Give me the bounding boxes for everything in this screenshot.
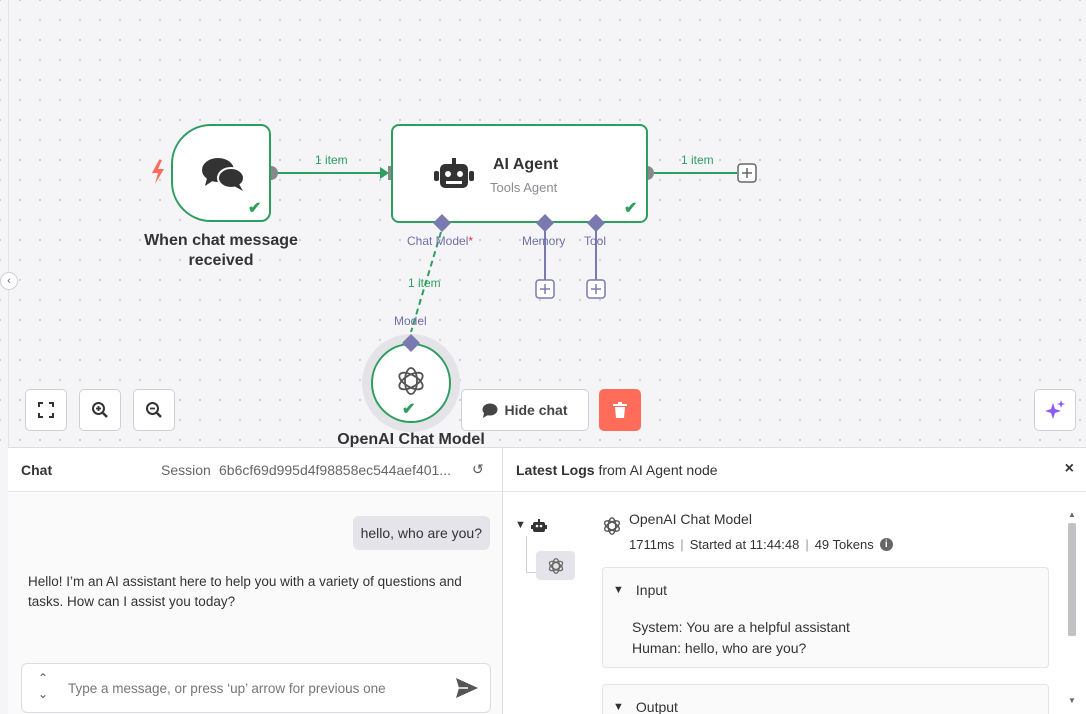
- memory-port-label: Memory: [522, 234, 566, 248]
- hide-chat-label: Hide chat: [504, 402, 568, 418]
- log-entry-title: OpenAI Chat Model: [629, 511, 752, 527]
- output-toggle[interactable]: ▼ Output: [613, 699, 678, 714]
- logs-scrollbar[interactable]: [1068, 523, 1076, 636]
- trigger-title-line2: received: [188, 252, 254, 269]
- close-logs-button[interactable]: ×: [1064, 460, 1074, 477]
- history-arrows[interactable]: ⌃ ⌄: [38, 670, 48, 702]
- input-line-human: Human: hello, who are you?: [632, 640, 807, 656]
- send-icon[interactable]: [456, 678, 478, 698]
- left-rail: [8, 0, 9, 714]
- chevron-up-icon[interactable]: ⌃: [38, 671, 49, 685]
- chat-header: Chat Session 6b6cf69d995d4f98858ec544aef…: [8, 448, 502, 492]
- chat-message-input[interactable]: [68, 677, 448, 699]
- zoom-out-icon: [146, 402, 162, 418]
- edge-label-trigger-agent: 1 item: [315, 153, 348, 167]
- agent-tree-robot-icon[interactable]: [531, 519, 547, 533]
- hide-chat-button[interactable]: Hide chat: [461, 389, 589, 431]
- scroll-down-icon[interactable]: ▼: [1068, 696, 1076, 705]
- tool-port[interactable]: [587, 214, 605, 232]
- zoom-out-button[interactable]: [133, 389, 175, 431]
- chevron-down-icon: ▼: [613, 701, 624, 713]
- workflow-canvas[interactable]: ✔ When chat message received 1 item 1 it…: [0, 0, 1086, 448]
- log-duration: 1711ms: [629, 537, 675, 552]
- input-label: Input: [635, 582, 668, 598]
- ai-assistant-button[interactable]: [1034, 389, 1076, 431]
- openai-icon: [548, 557, 563, 574]
- edge-label-agent-output: 1 item: [681, 153, 714, 167]
- logs-title: Latest Logs from AI Agent node: [516, 462, 718, 478]
- openai-icon: [604, 517, 620, 535]
- trigger-bolt-icon: [152, 160, 164, 184]
- edge-label-model-agent: 1 item: [408, 276, 441, 290]
- model-port-label: Model: [394, 314, 427, 328]
- chevron-left-icon: ‹: [7, 275, 11, 287]
- chat-title: Chat: [21, 462, 53, 478]
- reset-session-icon[interactable]: ↺: [472, 461, 484, 477]
- model-output-port[interactable]: [402, 334, 420, 352]
- chat-model-port[interactable]: [433, 214, 451, 232]
- info-icon[interactable]: i: [879, 538, 893, 551]
- model-node-title: OpenAI Chat Model: [337, 431, 485, 448]
- ai-agent-node[interactable]: AI Agent Tools Agent ✔: [391, 124, 648, 223]
- agent-node-subtitle: Tools Agent: [490, 180, 558, 195]
- logs-header: Latest Logs from AI Agent node ×: [503, 448, 1086, 492]
- success-check-icon: ✔: [402, 401, 416, 418]
- chat-bubbles-icon: [202, 158, 245, 191]
- trash-icon: [613, 402, 627, 418]
- log-started: Started at 11:44:48: [689, 537, 800, 552]
- chevron-down-icon[interactable]: ⌄: [38, 687, 49, 701]
- output-label: Output: [635, 699, 678, 714]
- tree-chevron-down-icon[interactable]: ▼: [515, 519, 526, 531]
- edge-arrow: [380, 167, 389, 179]
- input-line-system: System: You are a helpful assistant: [632, 619, 850, 635]
- input-toggle[interactable]: ▼ Input: [613, 582, 667, 598]
- sparkle-icon: [1045, 400, 1065, 419]
- trigger-node-title: When chat message received: [131, 231, 311, 271]
- openai-model-node[interactable]: ✔: [362, 334, 460, 432]
- robot-icon: [434, 158, 474, 188]
- zoom-in-icon: [92, 402, 108, 418]
- memory-port[interactable]: [536, 214, 554, 232]
- session-id[interactable]: 6b6cf69d995d4f98858ec544aef401...: [219, 462, 451, 478]
- chat-panel: Chat Session 6b6cf69d995d4f98858ec544aef…: [8, 447, 503, 714]
- chat-input-box: ⌃ ⌄: [21, 663, 491, 713]
- chat-trigger-node[interactable]: ✔: [171, 124, 271, 222]
- openai-icon: [398, 367, 424, 395]
- delete-button[interactable]: [599, 389, 641, 431]
- chevron-down-icon: ▼: [613, 584, 624, 596]
- log-entry-stats: 1711ms | Started at 11:44:48 | 49 Tokens…: [629, 537, 893, 552]
- tool-port-label: Tool: [584, 234, 607, 248]
- collapse-sidebar-button[interactable]: ‹: [0, 272, 18, 290]
- session-label: Session: [161, 462, 211, 478]
- fit-view-icon: [38, 402, 54, 418]
- log-input-section: ▼ Input System: You are a helpful assist…: [602, 567, 1049, 668]
- edge-model-agent: [410, 231, 442, 333]
- chat-messages: hello, who are you? Hello! I’m an AI ass…: [8, 493, 502, 714]
- log-output-section: ▼ Output: [602, 684, 1049, 714]
- log-tokens: 49 Tokens: [814, 537, 874, 552]
- success-check-icon: ✔: [624, 200, 638, 217]
- assistant-message: Hello! I’m an AI assistant here to help …: [28, 574, 462, 609]
- success-check-icon: ✔: [248, 200, 262, 217]
- zoom-in-button[interactable]: [79, 389, 121, 431]
- user-message: hello, who are you?: [352, 516, 490, 550]
- chat-model-port-label: Chat Model*: [407, 234, 474, 248]
- agent-node-title: AI Agent: [493, 156, 559, 173]
- fit-view-button[interactable]: [25, 389, 67, 431]
- tree-item-openai[interactable]: [536, 551, 575, 580]
- trigger-title-line1: When chat message: [144, 232, 298, 249]
- logs-panel: Latest Logs from AI Agent node × ▼ OpenA…: [503, 447, 1086, 714]
- chat-bubble-icon: [482, 403, 498, 418]
- scroll-up-icon[interactable]: ▲: [1068, 510, 1076, 519]
